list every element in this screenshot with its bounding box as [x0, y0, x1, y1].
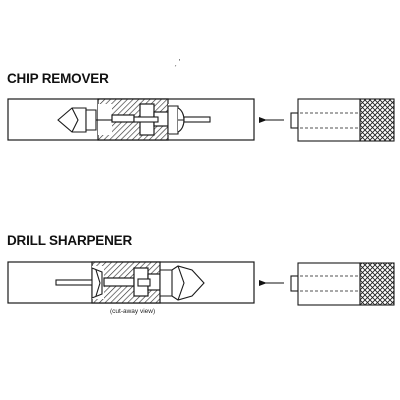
chip-remover-tube — [7, 98, 255, 141]
cut-away-caption: (cut-away view) — [110, 308, 156, 315]
cutter-icon — [57, 107, 112, 133]
knurled-cap-icon — [290, 262, 395, 306]
top-scan-marks: ˏ ' — [174, 58, 181, 67]
cutter-icon — [137, 265, 205, 301]
drill-bit-icon — [133, 105, 211, 135]
knurled-cap-icon — [290, 98, 395, 142]
chip-remover-title: CHIP REMOVER — [7, 71, 109, 86]
drill-bit-icon — [55, 267, 103, 299]
drill-sharpener-title: DRILL SHARPENER — [7, 233, 133, 248]
drill-sharpener-tube — [7, 261, 255, 304]
